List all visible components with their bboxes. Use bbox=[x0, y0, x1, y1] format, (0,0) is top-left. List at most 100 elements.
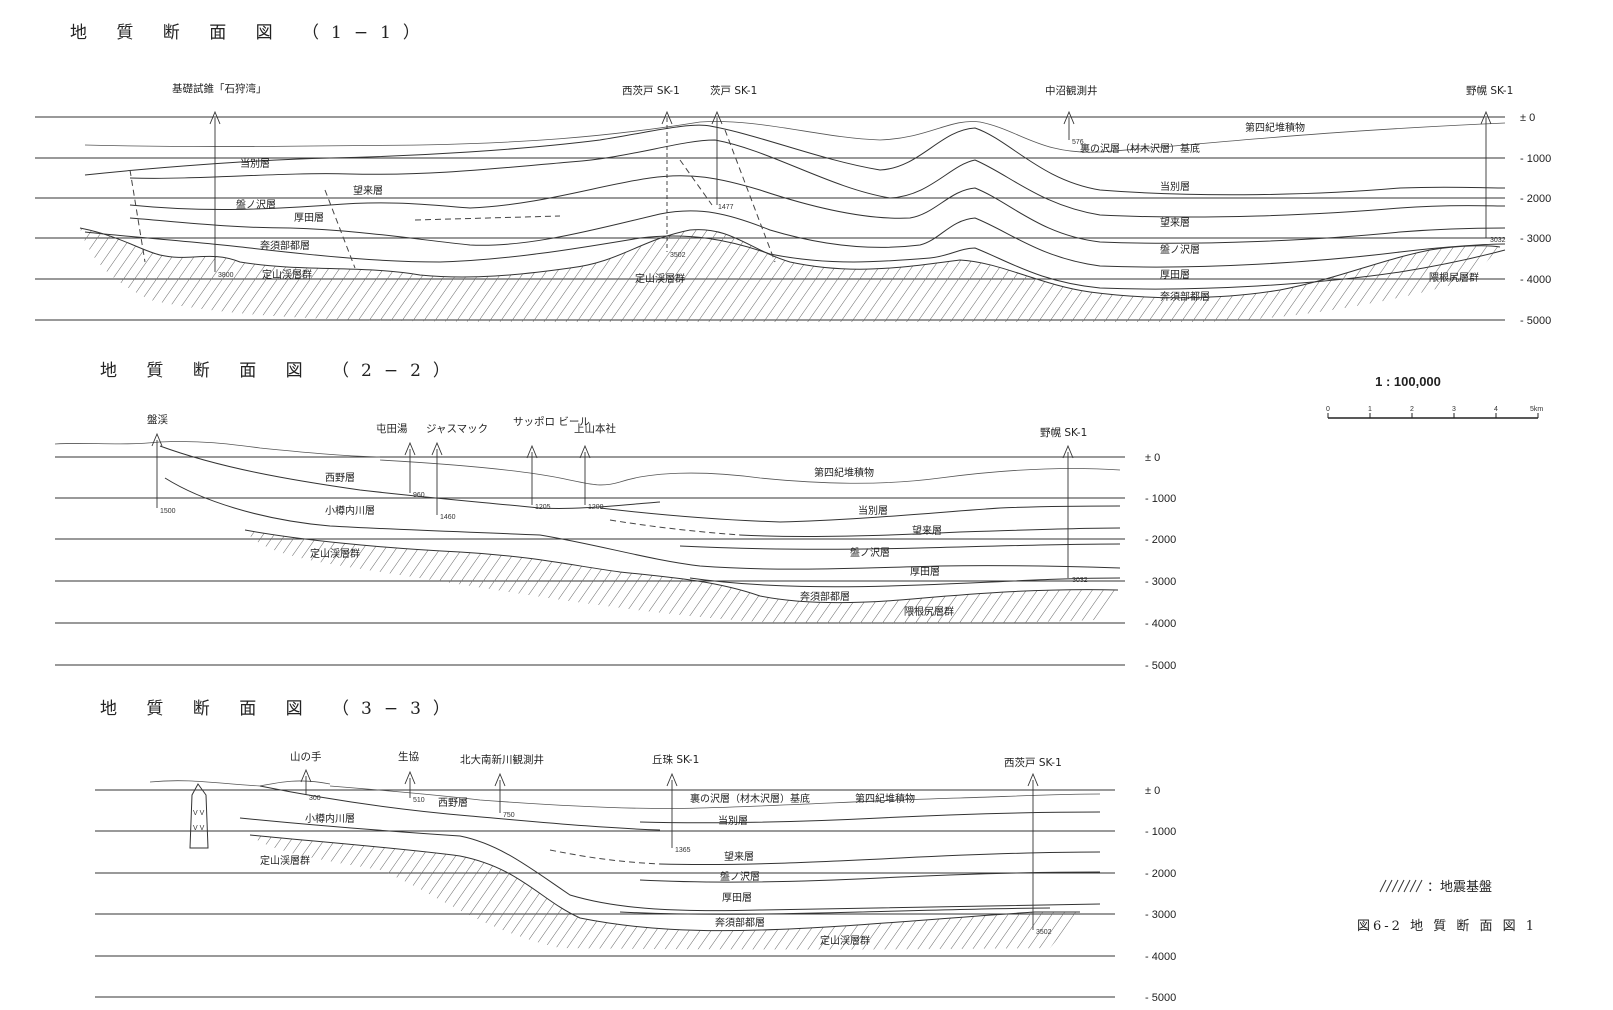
section-1: 地 質 断 面 図 （1−1） ± 0 - 1000 - 2000 - 3000… bbox=[35, 23, 1551, 327]
section-3-basement-hatch bbox=[250, 835, 1080, 950]
well-label: 盤渓 bbox=[147, 413, 168, 426]
layer-label: 第四紀堆積物 bbox=[814, 466, 874, 479]
depth-label: - 1000 bbox=[1145, 493, 1176, 505]
depth-label: - 4000 bbox=[1520, 274, 1551, 286]
depth-label: ± 0 bbox=[1145, 452, 1160, 464]
layer-label: 当別層 bbox=[858, 504, 888, 517]
well-ishikariwan: 基礎試錐「石狩湾」 3800 bbox=[172, 82, 267, 279]
intrusion-mark: V V bbox=[193, 810, 205, 817]
well-label: 西茨戸 SK-1 bbox=[1004, 756, 1062, 769]
depth-label: - 3000 bbox=[1520, 233, 1551, 245]
depth-label: ± 0 bbox=[1145, 785, 1160, 797]
figure-caption: 図6-2 地 質 断 面 図 1 bbox=[1357, 919, 1537, 934]
well-label: 野幌 SK-1 bbox=[1040, 426, 1087, 439]
well-label: 基礎試錐「石狩湾」 bbox=[172, 82, 267, 95]
well-depth: 3032 bbox=[1072, 577, 1088, 584]
section-3-bourai-top-solid bbox=[659, 851, 1101, 866]
well-label: 生協 bbox=[398, 750, 419, 763]
well-depth: 960 bbox=[413, 492, 425, 499]
well-depth: 3032 bbox=[1490, 237, 1506, 244]
layer-label: 望来層 bbox=[724, 850, 754, 863]
depth-label: - 3000 bbox=[1145, 576, 1176, 588]
well-depth: 3502 bbox=[1036, 929, 1052, 936]
section-2-banosawa-top bbox=[679, 543, 1121, 550]
section-2: 地 質 断 面 図 （2−2） ± 0 - 1000 - 2000 - 3000… bbox=[54, 361, 1176, 672]
section-1-fault bbox=[724, 129, 776, 263]
layer-label: 小樽内川層 bbox=[305, 812, 355, 825]
layer-label: 望来層 bbox=[1160, 216, 1190, 229]
section-2-otarunai-base bbox=[164, 477, 1121, 570]
section-2-honsubetsu-top bbox=[689, 577, 1121, 588]
layer-label: 定山渓層群 bbox=[635, 272, 685, 285]
well-nishibarato-sk1: 西茨戸 SK-1 3502 bbox=[1004, 756, 1062, 936]
section-2-nishino-base bbox=[159, 445, 661, 509]
layer-label: 隈根尻層群 bbox=[904, 605, 954, 618]
well-label: 丘珠 SK-1 bbox=[652, 753, 699, 766]
layer-label: 奔須部都層 bbox=[1160, 290, 1210, 303]
section-2-basement-top bbox=[244, 529, 1119, 604]
section-1-depth-labels: ± 0 - 1000 - 2000 - 3000 - 4000 - 5000 bbox=[1520, 112, 1551, 327]
section-3-toubetsu-top bbox=[639, 811, 1101, 824]
well-depth: 1200 bbox=[588, 504, 604, 511]
well-depth: 3800 bbox=[218, 272, 234, 279]
layer-label: 小樽内川層 bbox=[325, 504, 375, 517]
section-3: 地 質 断 面 図 （3−3） ± 0 - 1000 - 2000 - 3000… bbox=[95, 699, 1176, 1004]
depth-label: - 3000 bbox=[1145, 909, 1176, 921]
well-seikyo: 生協 510 bbox=[398, 750, 425, 804]
well-depth: 576 bbox=[1072, 139, 1084, 146]
layer-label: 望来層 bbox=[912, 524, 942, 537]
well-depth: 1500 bbox=[160, 508, 176, 515]
depth-label: - 4000 bbox=[1145, 618, 1176, 630]
layer-label: 盤ノ沢層 bbox=[720, 870, 760, 883]
section-1-fault bbox=[414, 215, 561, 221]
well-jasmac: ジャスマック 1460 bbox=[426, 423, 488, 521]
section-1-layer-labels: 第四紀堆積物 裏の沢層（材木沢層）基底 当別層 当別層 望来層 望来層 盤ノ沢層… bbox=[236, 121, 1479, 303]
section-2-bourai-top bbox=[609, 519, 741, 536]
intrusion-mark: V V bbox=[193, 825, 205, 832]
well-label: 茨戸 SK-1 bbox=[710, 84, 757, 97]
depth-label: - 2000 bbox=[1520, 193, 1551, 205]
layer-label: 望来層 bbox=[353, 184, 383, 197]
layer-label: 西野層 bbox=[325, 472, 355, 484]
well-depth: 750 bbox=[503, 812, 515, 819]
well-kamiyama-honsha: 上山本社 1200 bbox=[574, 422, 616, 511]
legend-label: ：地震基盤 bbox=[1427, 880, 1492, 895]
layer-label: 盤ノ沢層 bbox=[236, 198, 276, 211]
well-label: 西茨戸 SK-1 bbox=[622, 84, 680, 97]
layer-label: 厚田層 bbox=[294, 212, 324, 224]
well-label: 上山本社 bbox=[574, 422, 616, 435]
section-2-toubetsu-top bbox=[599, 505, 1121, 523]
well-label: ジャスマック bbox=[426, 423, 488, 435]
well-label: 屯田湯 bbox=[376, 422, 408, 435]
well-depth: 300 bbox=[309, 795, 321, 802]
section-3-quaternary-base bbox=[329, 785, 1101, 809]
section-3-wells: 山の手 300 生協 510 北大南新川観測井 750 丘珠 SK-1 1365 bbox=[290, 750, 1062, 936]
well-nishibarato-sk1: 西茨戸 SK-1 3502 bbox=[622, 84, 686, 259]
scale-ratio: 1 : 100,000 bbox=[1375, 374, 1441, 389]
section-1-title: 地 質 断 面 図 （1−1） bbox=[70, 23, 432, 43]
well-bankei: 盤渓 1500 bbox=[147, 413, 176, 515]
well-nakanuma: 中沼観測井 576 bbox=[1045, 84, 1098, 146]
well-hokudai-minami-shinkawa: 北大南新川観測井 750 bbox=[460, 753, 544, 819]
section-3-intrusion bbox=[189, 783, 209, 849]
section-3-ground-surface bbox=[149, 780, 331, 787]
layer-label: 奔須部都層 bbox=[715, 916, 765, 929]
layer-label: 第四紀堆積物 bbox=[1245, 121, 1305, 134]
layer-label: 当別層 bbox=[718, 814, 748, 827]
depth-label: - 5000 bbox=[1145, 660, 1176, 672]
layer-label: 隈根尻層群 bbox=[1429, 271, 1479, 284]
well-label: 野幌 SK-1 bbox=[1466, 84, 1513, 97]
section-3-depth-lines bbox=[95, 789, 1115, 998]
layer-label: 第四紀堆積物 bbox=[855, 792, 915, 805]
section-3-title: 地 質 断 面 図 （3−3） bbox=[100, 699, 462, 719]
layer-label: 盤ノ沢層 bbox=[1160, 243, 1200, 256]
seismic-basement-hatch-swatch bbox=[1379, 879, 1423, 893]
section-2-wells: 盤渓 1500 屯田湯 960 ジャスマック 1460 サッポロ ビール 120… bbox=[147, 413, 1088, 584]
legend: ：地震基盤 bbox=[1379, 879, 1492, 895]
section-1-fault bbox=[129, 169, 146, 263]
well-depth: 1460 bbox=[440, 514, 456, 521]
well-okadama-sk1: 丘珠 SK-1 1365 bbox=[652, 753, 699, 854]
section-1-honsubetsu-top bbox=[84, 231, 1506, 290]
section-1-atsuta-top bbox=[129, 210, 1506, 268]
